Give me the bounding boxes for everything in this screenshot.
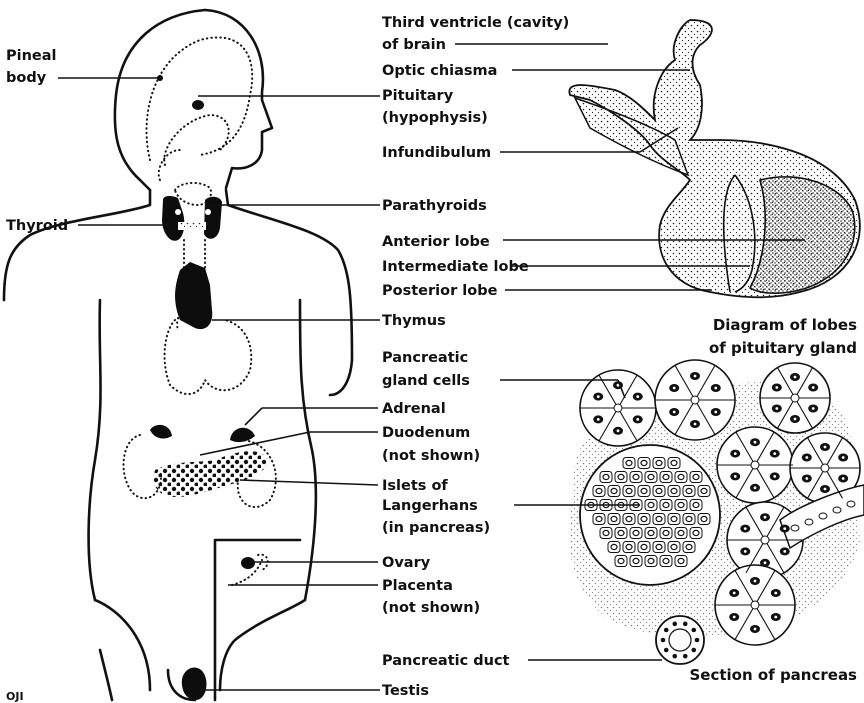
caption-pancreas: Section of pancreas	[690, 666, 858, 684]
gland-shapes	[150, 75, 268, 700]
pituitary-shape	[192, 100, 204, 110]
label-placenta-2: (not shown)	[382, 600, 480, 616]
label-pancreatic-cells-2: gland cells	[382, 373, 470, 389]
label-parathyroids: Parathyroids	[382, 198, 487, 214]
label-islets-1: Islets of	[382, 478, 448, 494]
label-duodenum-2: (not shown)	[382, 448, 480, 464]
label-islets-2: Langerhans	[382, 498, 478, 514]
label-posterior-lobe: Posterior lobe	[382, 283, 498, 299]
artist-signature: OJI	[6, 690, 24, 703]
label-pineal-1: Pineal	[6, 48, 57, 64]
adrenal-right	[230, 428, 255, 442]
label-pituitary-2: (hypophysis)	[382, 110, 488, 126]
label-pituitary-1: Pituitary	[382, 88, 454, 104]
thyroid-shape	[162, 196, 184, 241]
pancreas-section	[569, 360, 864, 664]
label-adrenal: Adrenal	[382, 401, 446, 417]
label-islets-3: (in pancreas)	[382, 520, 490, 536]
label-pancreatic-cells-1: Pancreatic	[382, 350, 468, 366]
label-testis: Testis	[382, 683, 429, 699]
label-ovary: Ovary	[382, 555, 431, 571]
ovary-shape	[241, 557, 255, 569]
pituitary-diagram	[569, 20, 860, 297]
label-pancreatic-duct: Pancreatic duct	[382, 653, 510, 669]
body-outline	[4, 10, 352, 700]
testis-shape	[182, 668, 207, 700]
label-pineal-2: body	[6, 70, 47, 86]
label-third-ventricle-1: Third ventricle (cavity)	[382, 15, 569, 31]
label-thyroid: Thyroid	[6, 218, 68, 234]
label-thymus: Thymus	[382, 313, 446, 329]
adrenal-left	[150, 425, 172, 439]
label-infundibulum: Infundibulum	[382, 145, 491, 161]
caption-pituitary-2: of pituitary gland	[709, 339, 857, 357]
label-optic-chiasma: Optic chiasma	[382, 63, 497, 79]
label-intermediate-lobe: Intermediate lobe	[382, 259, 529, 275]
label-anterior-lobe: Anterior lobe	[382, 234, 490, 250]
pancreas-shape	[154, 451, 268, 497]
label-third-ventricle-2: of brain	[382, 37, 446, 53]
label-placenta-1: Placenta	[382, 578, 453, 594]
thymus-shape	[175, 262, 212, 329]
label-duodenum-1: Duodenum	[382, 425, 470, 441]
caption-pituitary-1: Diagram of lobes	[713, 316, 857, 334]
